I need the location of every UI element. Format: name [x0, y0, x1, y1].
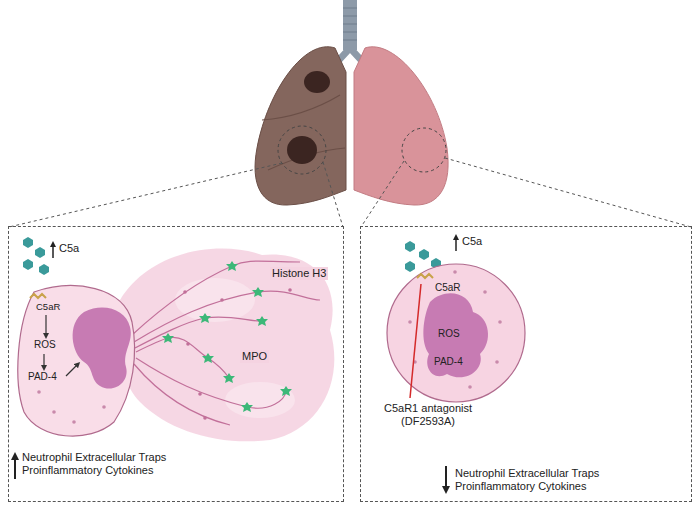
c5a-receptor	[417, 274, 433, 278]
granule	[52, 410, 56, 414]
lung-lobe-line	[262, 95, 345, 170]
histone-marker	[162, 261, 292, 412]
zoom-circle	[402, 128, 446, 172]
cell-label: PAD-4	[434, 356, 463, 368]
diseased-lung	[255, 47, 346, 205]
increase-arrow	[14, 456, 16, 479]
cell-label: ROS	[34, 339, 56, 351]
signal-arrow	[43, 354, 44, 368]
zoom-lines	[9, 158, 691, 227]
trachea	[343, 0, 357, 50]
net-cloud	[225, 382, 295, 418]
outcome-text: Neutrophil Extracellular Traps Proinflam…	[22, 451, 204, 477]
neutrophil-membrane	[387, 264, 525, 402]
increase-arrow	[455, 237, 457, 251]
lung-lesion	[304, 71, 330, 93]
granule	[72, 420, 76, 424]
neutrophil-cell: C5aR ROS PAD-4	[14, 282, 139, 442]
cell-label: PAD-4	[28, 371, 57, 383]
cell-label: ROS	[438, 328, 460, 340]
neutrophil-membrane	[18, 286, 135, 436]
signal-arrow	[66, 364, 78, 376]
trachea-rings	[343, 8, 357, 40]
c5a-receptor	[30, 294, 46, 298]
net-cloud	[118, 249, 335, 442]
zoom-panel: C5aR ROS PAD-4Neutrophil Extracellular Tra…	[360, 226, 692, 502]
nucleus	[423, 293, 488, 377]
decrease-arrow	[445, 466, 447, 490]
healthy-lung	[354, 47, 448, 205]
cell-label: C5aR	[36, 301, 60, 312]
zoom-circle	[278, 126, 326, 174]
annotation-label: C5a	[462, 235, 482, 248]
neutrophil-shape	[14, 282, 139, 442]
nucleus	[73, 308, 131, 389]
signal-arrow	[45, 315, 46, 336]
granule	[495, 360, 499, 364]
outcome-text: Neutrophil Extracellular Traps Proinflam…	[455, 467, 637, 493]
annotation-label: C5a	[59, 242, 79, 255]
annotation-label: MPO	[240, 350, 269, 363]
granule	[498, 320, 502, 324]
granule	[102, 405, 106, 409]
c5a-molecule	[23, 237, 441, 275]
annotation-label: C5aR1 antagonist (DF2593A)	[378, 402, 478, 428]
antagonist-leader	[410, 284, 421, 398]
granule	[408, 320, 412, 324]
net-bead	[183, 288, 292, 420]
increase-arrow	[52, 244, 54, 258]
granule	[453, 270, 457, 274]
granule	[468, 385, 472, 389]
cell-label: C5aR	[435, 282, 461, 294]
net-cloud	[175, 278, 255, 322]
neutrophil-cell: C5aR ROS PAD-4	[385, 262, 527, 404]
annotation-label: Histone H3	[270, 267, 328, 280]
net-strand	[132, 261, 320, 425]
lung-lesion	[287, 136, 317, 164]
granule	[37, 390, 41, 394]
granule	[483, 290, 487, 294]
